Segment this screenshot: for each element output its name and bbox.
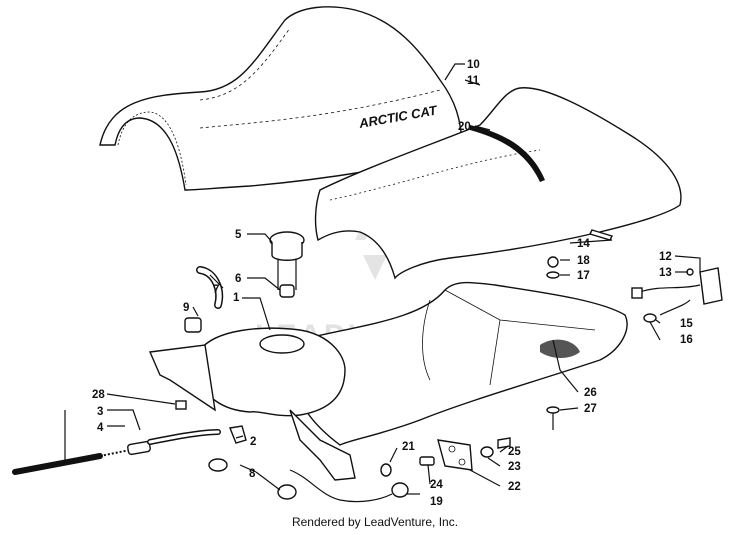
callout-8: 8 (249, 468, 256, 480)
decal-28 (175, 400, 187, 410)
callout-10: 10 (467, 59, 480, 71)
fuel-cap-gauge (269, 231, 305, 298)
callout-9: 9 (183, 302, 189, 314)
callout-20: 20 (458, 121, 471, 133)
tank-filler-neck (259, 334, 305, 354)
callout-2: 2 (250, 436, 256, 448)
callout-22: 22 (508, 481, 521, 493)
callout-15: 15 (680, 318, 693, 330)
fuel-line (12, 425, 247, 475)
footer-credit: Rendered by LeadVenture, Inc. (291, 515, 459, 529)
vent-hose (196, 266, 223, 309)
callout-23: 23 (508, 461, 521, 473)
callout-13: 13 (659, 267, 672, 279)
callout-numbers: 1 2 3 4 5 6 7 8 9 10 11 12 13 14 15 16 1… (92, 59, 693, 508)
callout-3: 3 (97, 406, 103, 418)
callout-11: 11 (467, 75, 480, 87)
tail-light-harness (631, 267, 723, 323)
seat (314, 87, 682, 280)
fuel-tank (148, 327, 356, 481)
callout-16: 16 (680, 334, 693, 346)
callout-14: 14 (577, 238, 590, 250)
seat-base-pan (294, 281, 628, 446)
mount-bracket (380, 437, 511, 477)
callout-12: 12 (659, 251, 672, 263)
callout-5: 5 (235, 229, 242, 241)
callout-19: 19 (430, 496, 443, 508)
seat-strap (470, 125, 545, 182)
fasteners (546, 256, 560, 430)
callout-4: 4 (97, 422, 104, 434)
callout-27: 27 (584, 403, 597, 415)
callout-24: 24 (430, 479, 443, 491)
callout-26: 26 (584, 387, 597, 399)
callout-25: 25 (508, 446, 521, 458)
pan-cutout (540, 339, 580, 358)
callout-6: 6 (235, 273, 241, 285)
vent-fitting (184, 317, 202, 333)
seat-cover: ARCTIC CAT (99, 6, 463, 191)
cable (289, 456, 435, 503)
callout-18: 18 (577, 255, 590, 267)
hose-clamps (208, 458, 297, 500)
callout-1: 1 (233, 292, 240, 304)
leader-lines (64, 63, 701, 495)
callout-21: 21 (402, 441, 415, 453)
callout-17: 17 (577, 270, 590, 282)
callout-28: 28 (92, 389, 105, 401)
callout-7: 7 (213, 284, 219, 296)
elbow-fitting (229, 425, 247, 444)
